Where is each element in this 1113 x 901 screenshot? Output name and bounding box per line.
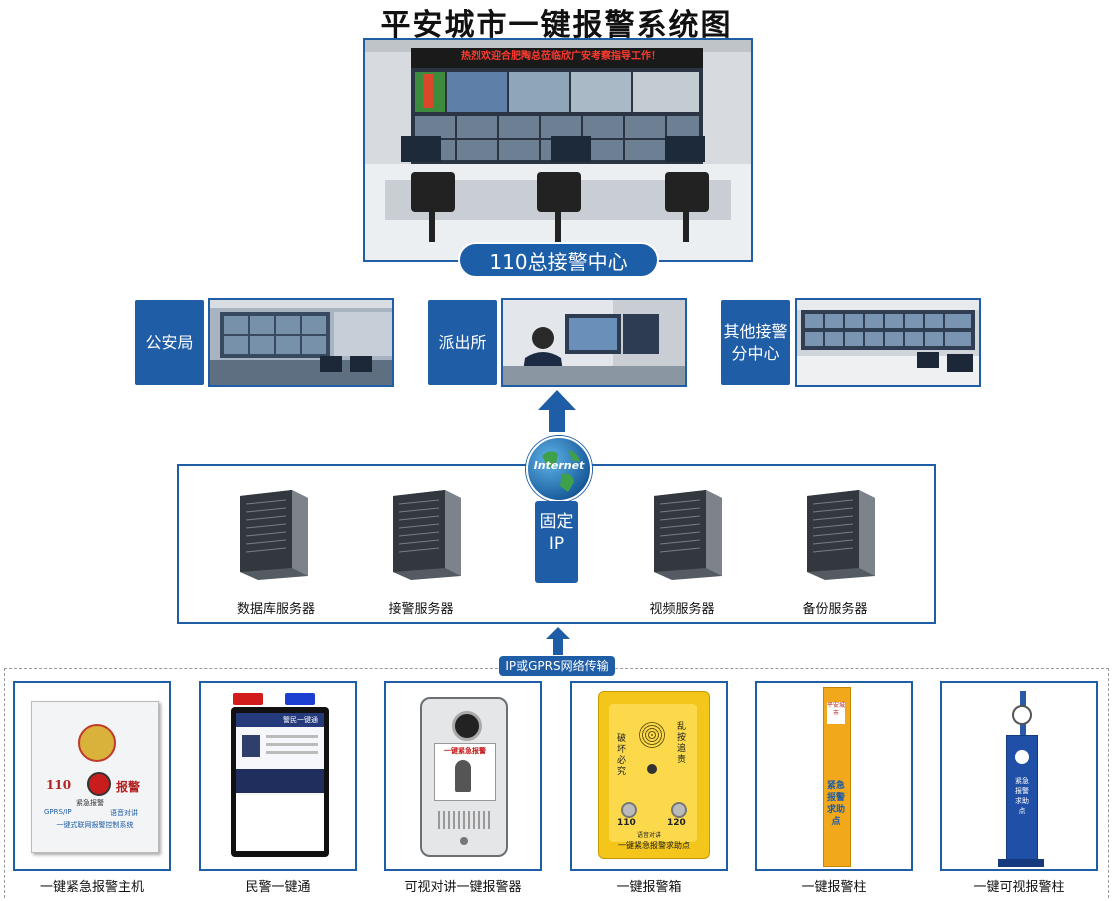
- control-center-illustration: [365, 40, 751, 260]
- backup-server-icon: [807, 490, 875, 580]
- alarm-box-120: 120: [667, 818, 686, 828]
- page-title: 平安城市一键报警系统图: [380, 8, 733, 43]
- visual-column-mid-text: 紧急报警求助点: [1015, 777, 1029, 815]
- server-label-database: 数据库服务器: [236, 602, 315, 617]
- server-label-backup: 备份服务器: [802, 602, 868, 617]
- globe-continents: [542, 450, 580, 492]
- speaker-icon: [639, 722, 665, 748]
- police-bureau-photo: [208, 298, 394, 387]
- alarm-box-bottom-text: 一键紧急报警求助点: [618, 841, 690, 850]
- alarm-center-label: 110总接警中心: [458, 242, 659, 278]
- arrow-up-to-servers: [546, 627, 570, 655]
- dome-camera-icon: [1012, 705, 1032, 725]
- alarm-box-right-text: 乱按追责: [677, 722, 687, 765]
- caller-figure-icon: [455, 760, 471, 792]
- police-station-photo: [501, 298, 687, 387]
- button-110-icon: [621, 802, 637, 818]
- red-light-icon: [233, 693, 263, 705]
- device-alarm-host: 110 报警 紧急报警 GPRS/IP 语音对讲 一键式联网报警控制系统: [13, 681, 171, 871]
- speaker-grille-icon: [438, 811, 490, 829]
- alarm-box-talk: 语音对讲: [637, 832, 662, 839]
- intercom-screen: 一键紧急报警: [434, 743, 496, 801]
- alarm-host-btn-text: 紧急报警: [76, 799, 104, 807]
- camera-lens-icon: [647, 764, 657, 774]
- internet-label: Internet: [533, 459, 585, 472]
- other-center-photo: [795, 298, 981, 387]
- police-bureau-illustration: [210, 300, 392, 385]
- onekey-header: 警民一键通: [236, 713, 324, 727]
- video-server-icon: [654, 490, 722, 580]
- welcome-banner: 热烈欢迎合肥陶总莅临欣广安考察指导工作！: [461, 51, 661, 62]
- network-transport-label: IP或GPRS网络传输: [499, 656, 615, 676]
- device-label-alarm-column: 一键报警柱: [801, 880, 867, 895]
- server-label-video: 视频服务器: [649, 602, 715, 617]
- alarm-host-system-text: 一键式联网报警控制系统: [56, 821, 134, 829]
- device-alarm-box: 破坏必究 乱按追责 110 120 语音对讲 一键紧急报警求助点: [570, 681, 728, 871]
- arrow-up-to-police-station: [538, 390, 576, 432]
- onekey-panel: 警民一键通: [231, 707, 329, 857]
- control-center-photo: 热烈欢迎合肥陶总莅临欣广安考察指导工作！: [363, 38, 753, 262]
- intercom-body: 一键紧急报警: [420, 697, 508, 857]
- visual-column-body: 紧急报警求助点: [1006, 735, 1038, 863]
- alarm-host-alarm: 报警: [116, 780, 141, 794]
- alarm-column-mid-text: 紧急报警求助点: [827, 781, 846, 827]
- device-video-intercom: 一键紧急报警: [384, 681, 542, 871]
- alarm-server-icon: [393, 490, 461, 580]
- database-server-icon: [240, 490, 308, 580]
- alarm-box-110: 110: [617, 818, 636, 828]
- officer-photo-icon: [242, 735, 260, 757]
- visual-column-base: [998, 859, 1044, 867]
- device-label-alarm-host: 一键紧急报警主机: [39, 880, 144, 895]
- intercom-screen-text: 一键紧急报警: [444, 747, 486, 755]
- alarm-box-body: 破坏必究 乱按追责 110 120 语音对讲 一键紧急报警求助点: [598, 691, 710, 859]
- device-visual-alarm-column: 紧急报警求助点: [940, 681, 1098, 871]
- device-alarm-column: 平安城市 紧急报警求助点: [755, 681, 913, 871]
- police-station-illustration: [503, 300, 685, 385]
- alarm-host-case: 110 报警 紧急报警 GPRS/IP 语音对讲 一键式联网报警控制系统: [31, 701, 159, 853]
- device-label-police-onekey: 民警一键通: [245, 880, 311, 895]
- onekey-panel-face: 警民一键通: [236, 713, 324, 851]
- device-label-visual-alarm-column: 一键可视报警柱: [973, 880, 1065, 895]
- internet-globe-icon: Internet: [526, 436, 592, 502]
- camera-icon: [452, 711, 482, 741]
- substation-label-police-station: 派出所: [428, 300, 497, 385]
- alarm-box-left-text: 破坏必究: [617, 734, 627, 777]
- visual-column-camera-icon: [1015, 750, 1029, 764]
- substation-label-other-centers: 其他接警分中心: [721, 300, 790, 385]
- other-center-illustration: [797, 300, 979, 385]
- substation-label-police-bureau: 公安局: [135, 300, 204, 385]
- server-label-alarm: 接警服务器: [388, 602, 454, 617]
- alarm-host-net-text: GPRS/IP: [44, 808, 72, 816]
- alarm-host-talk-text: 语音对讲: [110, 809, 138, 817]
- device-police-onekey: 警民一键通: [199, 681, 357, 871]
- device-label-alarm-box: 一键报警箱: [616, 880, 682, 895]
- police-emblem-icon: [78, 724, 116, 762]
- emergency-button-icon: [87, 772, 111, 796]
- alarm-host-110: 110: [46, 778, 72, 792]
- device-label-video-intercom: 可视对讲一键报警器: [404, 880, 522, 895]
- mic-icon: [460, 837, 468, 845]
- blue-light-icon: [285, 693, 315, 705]
- alarm-column-top-text: 平安城市: [827, 702, 845, 724]
- button-120-icon: [671, 802, 687, 818]
- fixed-ip-label: 固定IP: [535, 501, 578, 583]
- alarm-column-body: 平安城市 紧急报警求助点: [823, 687, 851, 867]
